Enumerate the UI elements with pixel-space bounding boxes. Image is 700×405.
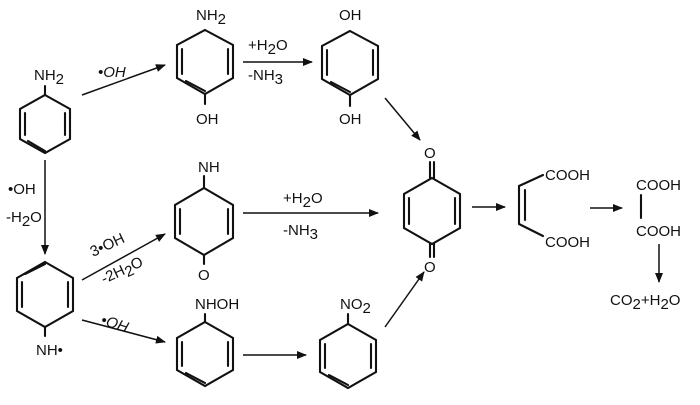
reagent-oh-top: •OH: [98, 64, 126, 81]
anilino-radical-label: NH•: [36, 342, 63, 359]
phenylhydroxylamine-label: NHOH: [195, 296, 239, 313]
benzoquinone-ring: [402, 176, 462, 246]
anilino-radical-double-bonds: [20, 262, 70, 309]
phenylhydroxylamine-ring: [175, 320, 235, 388]
aminophenol-ring: [175, 28, 235, 96]
aniline-double-bonds: [23, 111, 67, 153]
quinoneimine-o-label: O: [198, 267, 210, 284]
nitrobenzene-molecule: NO2: [318, 296, 378, 390]
quinoneimine-ring: [173, 186, 235, 257]
reagent-h2o-top: +H2O: [248, 37, 288, 58]
reagent-h2o-mid: +H2O: [283, 190, 323, 211]
phenylhydroxylamine-double-bonds: [180, 340, 230, 385]
reagent-nh3-top: -NH3: [248, 67, 283, 88]
reagent-oh-bottom: •OH: [99, 312, 131, 337]
maleic-acid-molecule: COOH COOH: [517, 167, 590, 251]
anilino-radical-molecule: NH•: [15, 260, 75, 359]
nitrobenzene-double-bonds: [323, 342, 373, 387]
benzoquinone-double-bonds: [407, 196, 457, 226]
hydroquinone-double-bonds: [325, 48, 375, 94]
aminophenol-oh-label: OH: [196, 111, 219, 128]
arrow-radical-to-quinoneimine: [81, 233, 166, 281]
final-products-label: CO2+H2O: [610, 292, 680, 313]
reagent-oh-left: •OH: [8, 181, 36, 198]
oxalic-cooh-bottom-label: COOH: [636, 223, 681, 240]
reagent-2h2o: -2H2O: [99, 254, 148, 292]
reagent-h2o-left: -H2O: [6, 209, 42, 230]
aminophenol-nh2-label: NH2: [196, 7, 226, 28]
maleic-cooh-top-label: COOH: [545, 167, 590, 184]
hydroquinone-molecule: OH OH: [320, 7, 380, 128]
maleic-cooh-bottom-label: COOH: [545, 234, 590, 251]
aminophenol-double-bonds: [180, 47, 230, 93]
nitrobenzene-ring: [318, 322, 378, 390]
arrow-radical-to-phenylhydroxylamine: [81, 319, 166, 344]
anilino-radical-ring: [15, 260, 75, 329]
quinoneimine-double-bonds: [178, 207, 230, 236]
maleic-bond-bottom: [517, 222, 545, 238]
oxalic-cooh-top-label: COOH: [636, 177, 681, 194]
arrow-aniline-to-aminophenol: [81, 64, 166, 96]
benzoquinone-molecule: O O: [402, 145, 462, 276]
hydroquinone-ring: [320, 29, 380, 97]
quinoneimine-molecule: NH O: [173, 159, 235, 284]
arrow-hydroquinone-to-benzoquinone: [384, 97, 421, 141]
quinoneimine-nh-label: NH: [198, 159, 220, 176]
aniline-ring: [18, 93, 72, 155]
oxalic-acid-molecule: COOH COOH: [636, 177, 681, 240]
aniline-nh2-label: NH2: [34, 67, 64, 88]
aminophenol-molecule: NH2 OH: [175, 7, 235, 128]
aniline-molecule: NH2: [18, 67, 72, 155]
benzoquinone-o-top-label: O: [424, 145, 436, 162]
hydroquinone-oh-bottom-label: OH: [339, 111, 362, 128]
hydroquinone-oh-top-label: OH: [339, 7, 362, 24]
phenylhydroxylamine-molecule: NHOH: [175, 296, 239, 388]
arrow-nitrobenzene-to-benzoquinone: [384, 271, 425, 328]
reagent-3oh: 3•OH: [88, 230, 128, 261]
maleic-bond-top: [517, 173, 545, 188]
nitrobenzene-label: NO2: [340, 296, 371, 317]
reagent-nh3-mid: -NH3: [283, 222, 318, 243]
benzoquinone-o-bottom-label: O: [424, 259, 436, 276]
